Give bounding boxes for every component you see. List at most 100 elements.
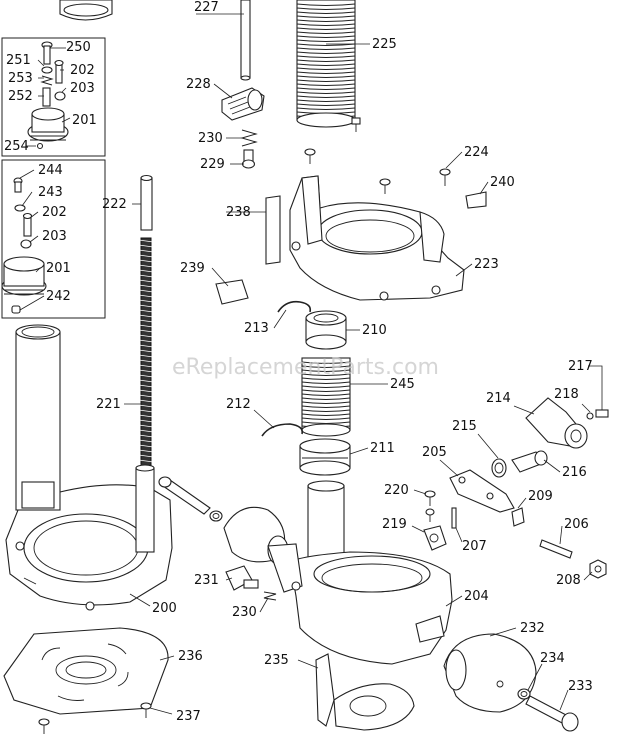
coil-line [138,279,154,283]
rib-line [296,23,356,26]
label-244: 244 [38,163,63,178]
label-216: 216 [562,465,587,480]
part-215-oring [491,458,507,478]
coil-line [138,434,154,438]
coil-line [138,379,154,383]
part-208-nut [589,559,607,579]
part-239-pad [215,279,249,305]
rib-line [296,27,356,30]
coil-line [138,414,154,418]
rib-line [296,95,356,98]
coil-line [138,324,154,328]
label-201-inset1: 201 [72,113,97,128]
part-206-pin [539,539,573,559]
rib-line [296,83,356,86]
coil-line [138,334,154,338]
coil-line [138,459,154,463]
rib-line [296,11,356,14]
rib-line [301,413,351,416]
coil-line [138,349,154,353]
coil-line [138,249,154,253]
coil-line [138,374,154,378]
rib-line [296,35,356,38]
rib-line [296,103,356,106]
part-223-upper-housing [289,175,465,301]
part-221-spring [138,237,154,471]
bellows-245-ribs [301,361,351,428]
part-218-washer [586,412,594,420]
label-230-upper: 230 [198,131,223,146]
coil-line [138,294,154,298]
rib-line [296,67,356,70]
label-229: 229 [200,157,225,172]
coil-line [138,419,154,423]
part-205-latch [449,469,515,513]
coil-line [138,404,154,408]
part-209-clip [511,507,525,527]
inset1-parts [27,41,69,150]
rib-line [296,71,356,74]
rib-line [301,389,351,392]
rib-line [301,385,351,388]
bellows-225-ribs [296,3,356,118]
coil-line [138,314,154,318]
rib-line [296,75,356,78]
label-239: 239 [180,261,205,276]
label-238: 238 [226,205,251,220]
coil-line [138,304,154,308]
screw-near-200 [158,476,223,522]
label-243: 243 [38,185,63,200]
part-219-bracket [423,525,447,551]
rib-line [296,43,356,46]
label-234: 234 [540,651,565,666]
coil-line [138,429,154,433]
coil-line [138,454,154,458]
coil-line [138,329,154,333]
part-labels: 227 225 250 251 202 253 203 252 201 254 … [4,0,593,724]
coil-line [138,264,154,268]
part-231-switch [225,565,259,591]
rib-line [296,79,356,82]
label-201-inset2: 201 [46,261,71,276]
rib-line [301,361,351,364]
part-top-cylinder [59,0,113,21]
rib-line [296,51,356,54]
label-220: 220 [384,483,409,498]
coil-line [138,439,154,443]
label-206: 206 [564,517,589,532]
inset2-parts [1,177,47,314]
label-205: 205 [422,445,447,460]
rib-line [296,55,356,58]
label-203-inset2: 203 [42,229,67,244]
part-230-spring-lower [263,591,277,601]
watermark-text: eReplacementParts.com [172,355,439,380]
label-222: 222 [102,197,127,212]
part-217-screw [595,409,609,418]
coil-line [138,284,154,288]
label-242: 242 [46,289,71,304]
part-240-pad [465,191,487,209]
part-214-lever [525,397,588,449]
label-250: 250 [66,40,91,55]
part-204-housing [223,480,453,665]
screw-under-225 [351,117,361,132]
rib-line [296,7,356,10]
label-213: 213 [244,321,269,336]
coil-line [138,239,154,243]
coil-line [138,384,154,388]
label-215: 215 [452,419,477,434]
coil-line [138,319,154,323]
rib-line [296,91,356,94]
part-216-pin [511,450,548,473]
coil-line [138,274,154,278]
coil-line [138,389,154,393]
rib-line [301,401,351,404]
coil-line [138,409,154,413]
coil-line [138,259,154,263]
part-225-bellows [296,0,356,128]
label-209: 209 [528,489,553,504]
coil-line [138,354,154,358]
rib-line [301,373,351,376]
label-236: 236 [178,649,203,664]
part-232-knob [443,633,537,713]
